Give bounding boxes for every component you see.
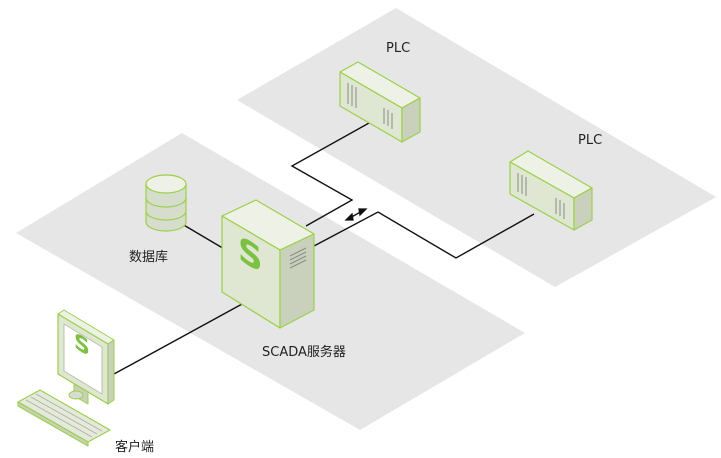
link-server-plc-right [313, 211, 535, 259]
client-label: 客户端 [115, 440, 155, 455]
plc-top-label: PLC [386, 41, 411, 56]
monitor-logo-icon: S [74, 327, 90, 362]
mouse-icon [68, 390, 84, 400]
plc-right-label: PLC [578, 133, 603, 148]
database-label: 数据库 [129, 250, 169, 265]
database-icon [145, 174, 187, 232]
links [113, 117, 535, 375]
client-monitor-icon: S [57, 309, 115, 405]
plc-device-right [509, 150, 593, 231]
scada-server-label: SCADA服务器 [262, 345, 346, 360]
svg-text:S: S [74, 327, 90, 362]
keyboard-icon [17, 389, 111, 447]
link-server-plc-top [290, 117, 379, 227]
scada-server-icon: S [221, 199, 315, 329]
link-db-server [181, 223, 227, 251]
link-client-server [113, 291, 265, 375]
plc-device-top [339, 61, 421, 143]
bidirectional-arrow-icon [344, 208, 368, 221]
